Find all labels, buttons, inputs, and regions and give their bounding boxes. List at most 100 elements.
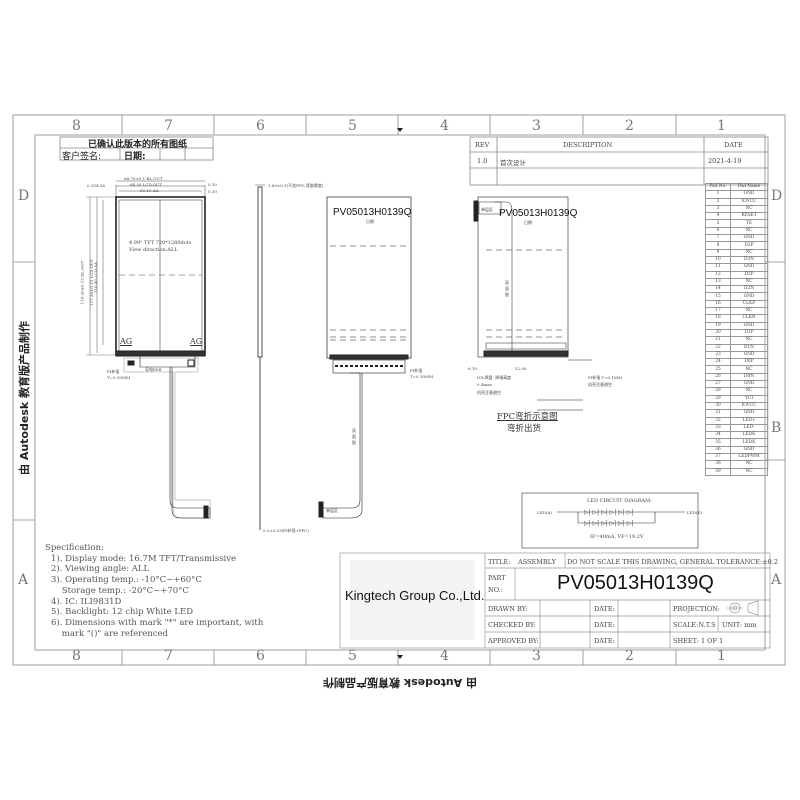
fold-part-number: PV05013H0139Q bbox=[499, 208, 578, 219]
pad-no: 34 bbox=[705, 431, 731, 440]
zone-label: 3 bbox=[532, 118, 541, 134]
back-single-layer-tag: 单层区 bbox=[326, 508, 338, 513]
unit-label: UNIT: mm bbox=[722, 621, 757, 629]
date-header: DATE bbox=[724, 141, 743, 149]
pad-name: D0P bbox=[730, 358, 768, 367]
pad-no: 4 bbox=[705, 212, 731, 221]
pad-name: CLKN bbox=[730, 314, 768, 323]
pad-name: CLKP bbox=[730, 299, 768, 309]
spec-line: mark "()" are referenced bbox=[51, 628, 168, 639]
dim-lcd-out: 64.50 LCD.OUT bbox=[130, 182, 163, 187]
pad-no: 7 bbox=[705, 234, 731, 243]
zone-label: 7 bbox=[164, 648, 173, 664]
spec-line: 1). Display mode: 16.7M TFT/Transmissive bbox=[51, 553, 237, 564]
pad-name: NC bbox=[730, 387, 768, 396]
pad-no: 14 bbox=[705, 285, 731, 294]
pad-name: GND bbox=[730, 379, 768, 389]
spec-line: 3). Operating temp.: -10°C~+60°C bbox=[51, 575, 202, 586]
pad-name: IOVCC bbox=[730, 401, 768, 411]
pad-name: D3P bbox=[730, 241, 768, 250]
fold-note-left: 0.4max bbox=[477, 382, 492, 387]
pad-name: D2N bbox=[730, 285, 768, 294]
pad-name: NC bbox=[730, 307, 768, 316]
dim-right-1: 0.10 bbox=[208, 182, 217, 187]
pad-no: 16 bbox=[705, 299, 731, 309]
fold-note-left: 机壳注意避空 bbox=[477, 390, 501, 395]
pad-no: 38 bbox=[705, 460, 731, 469]
fold-note-right: 机壳注意避空 bbox=[588, 382, 612, 387]
pad-no: 25 bbox=[705, 365, 731, 374]
drawn-by-label: DRAWN BY: bbox=[488, 605, 528, 613]
spec-line: 6). Dimensions with mark "*" are importa… bbox=[51, 617, 264, 628]
fold-tag: 单层区 bbox=[481, 207, 493, 212]
pad-name: D1N bbox=[730, 343, 768, 352]
zone-label: 5 bbox=[348, 118, 357, 134]
spec-line: 2). Viewing angle: ALL bbox=[51, 564, 150, 575]
pad-name: VCI bbox=[730, 394, 768, 403]
fold-date-label: 日期 bbox=[524, 220, 532, 225]
pad-name: NC bbox=[730, 204, 768, 214]
fold-dim-left: 6.10 bbox=[468, 366, 477, 371]
date-label: DATE: bbox=[594, 621, 615, 629]
pad-name: LEDK bbox=[730, 438, 768, 447]
fpc-emi-label: 导电EMI bbox=[145, 367, 162, 372]
title-label: TITLE: bbox=[488, 558, 511, 566]
fold-note-left: IOL焊盘: 焊锡高度 bbox=[477, 375, 512, 380]
pad-no: 15 bbox=[705, 292, 731, 301]
rev-date: 2021-4-19 bbox=[708, 157, 742, 165]
fold-note-right: PI补强 T=0.1MM bbox=[588, 375, 623, 380]
dim-v1: 0.15 bbox=[87, 183, 96, 188]
zone-label: 2 bbox=[625, 118, 634, 134]
pad-no: 1 bbox=[705, 190, 731, 199]
spec-line: Storage temp.: -20°C~+70°C bbox=[51, 585, 189, 596]
zone-label: 2 bbox=[625, 648, 634, 664]
pad-no: 11 bbox=[705, 263, 731, 272]
led-anode-label: LED(A) bbox=[537, 510, 552, 515]
zone-label: D bbox=[18, 188, 30, 204]
projection-symbol-icon bbox=[727, 600, 759, 616]
rev-description: 首次设计 bbox=[500, 159, 526, 167]
pad-no: 28 bbox=[705, 387, 731, 396]
pad-no: 20 bbox=[705, 328, 731, 338]
spec-line: 5). Backlight: 12 chip White LED bbox=[51, 607, 194, 618]
watermark-left: 由 Autodesk 教育版产品制作 bbox=[18, 320, 32, 476]
zone-label: 8 bbox=[72, 118, 81, 134]
projection-label: PROJECTION: bbox=[673, 605, 720, 613]
pad-no: 30 bbox=[705, 401, 731, 411]
pi-stiffener-note: PI补强 T=0.10MM bbox=[107, 369, 131, 380]
led-cathode-label: LED(K) bbox=[687, 510, 702, 515]
zone-label: 4 bbox=[440, 648, 449, 664]
pad-no: 21 bbox=[705, 336, 731, 345]
back-part-number: PV05013H0139Q bbox=[333, 207, 412, 218]
pad-no: 36 bbox=[705, 445, 731, 455]
zone-label: 6 bbox=[256, 648, 265, 664]
pad-no: 37 bbox=[705, 452, 731, 462]
zone-label: A bbox=[18, 572, 29, 588]
zone-label: 7 bbox=[164, 118, 173, 134]
pad-name: NC bbox=[730, 336, 768, 345]
back-fpc-tag: 双面胶 bbox=[352, 428, 356, 445]
checked-by-label: CHECKED BY: bbox=[488, 621, 536, 629]
zone-label: 6 bbox=[256, 118, 265, 134]
pad-no: 29 bbox=[705, 394, 731, 403]
date-label: DATE: bbox=[594, 637, 615, 645]
part-number: PV05013H0139Q bbox=[557, 572, 714, 594]
customer-signature-label: 客户签名: bbox=[62, 152, 102, 162]
led-spec: IF=40mA, VF=19.2V bbox=[590, 534, 644, 540]
